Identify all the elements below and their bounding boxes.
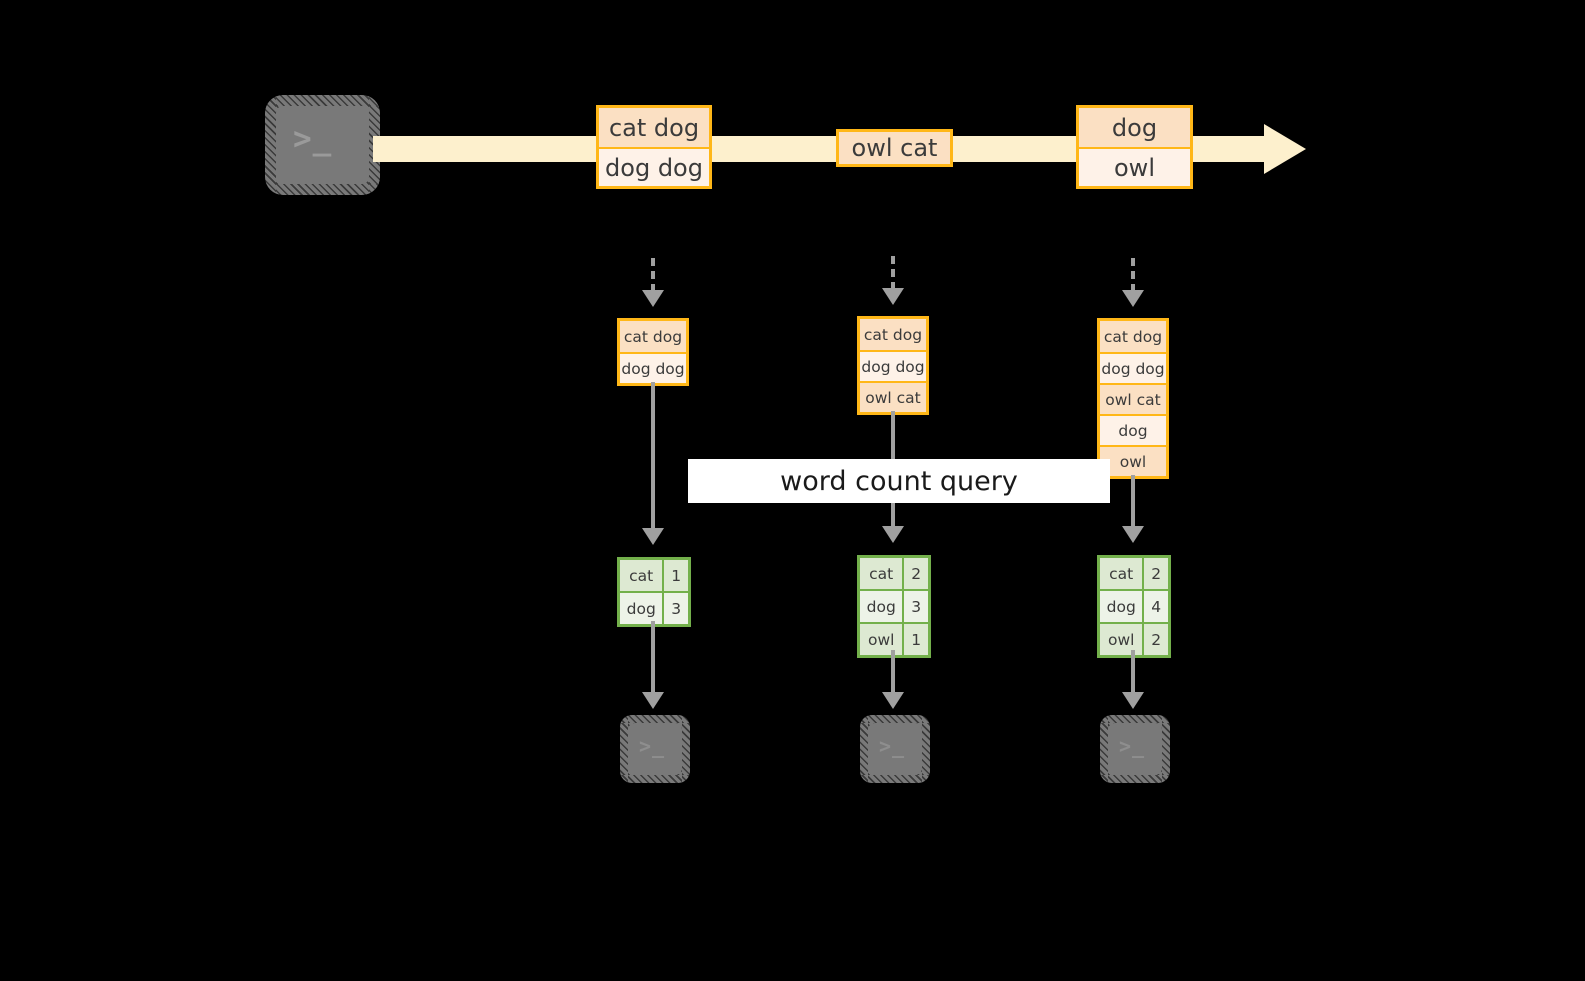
state-to-result-arrow-3 [1122,526,1144,543]
result-key: cat [620,560,663,591]
stream-to-state-arrow-1 [642,290,664,307]
result-key: dog [860,591,903,622]
result-to-sink-connector-2 [891,650,895,699]
terminal-screen: >_ [868,723,922,775]
result-row: cat 2 [860,558,928,589]
state-to-result-connector-3 [1131,475,1135,534]
state-row: dog [1100,414,1166,445]
result-key: dog [1100,591,1143,622]
stream-record: dog dog [599,147,709,186]
stream-record: owl cat [839,132,950,164]
state-row: cat dog [860,319,926,350]
result-value: 3 [902,591,928,622]
terminal-prompt-glyph: >_ [879,734,906,758]
result-value: 1 [662,560,688,591]
result-key: cat [860,558,903,589]
state-row: cat dog [620,321,686,352]
state-row: owl cat [860,381,926,412]
result-to-sink-arrow-1 [642,692,664,709]
result-table-1: cat 1 dog 3 [617,557,691,627]
result-table-2: cat 2 dog 3 owl 1 [857,555,931,658]
query-label: word count query [780,465,1018,497]
stream-to-state-connector-3 [1131,258,1135,292]
sink-terminal-icon-1: >_ [620,715,690,783]
stream-arrow-head-icon [1264,124,1306,174]
state-table-1: cat dog dog dog [617,318,689,386]
terminal-prompt-glyph: >_ [293,121,333,157]
result-to-sink-connector-3 [1131,650,1135,699]
state-table-2: cat dog dog dog owl cat [857,316,929,415]
stream-record: cat dog [599,108,709,147]
state-to-result-arrow-2 [882,526,904,543]
state-row: dog dog [860,350,926,381]
state-row: cat dog [1100,321,1166,352]
stream-to-state-arrow-3 [1122,290,1144,307]
stream-record-group-1: cat dog dog dog [596,105,712,189]
stream-record: dog [1079,108,1190,147]
result-value: 2 [902,558,928,589]
result-value: 2 [1142,558,1168,589]
state-table-3: cat dog dog dog owl cat dog owl [1097,318,1169,479]
result-row: owl 1 [860,622,928,655]
sink-terminal-icon-2: >_ [860,715,930,783]
terminal-screen: >_ [1108,723,1162,775]
result-row: dog 3 [620,591,688,624]
state-row: owl cat [1100,383,1166,414]
sink-terminal-icon-3: >_ [1100,715,1170,783]
terminal-screen: >_ [276,106,369,184]
result-to-sink-arrow-2 [882,692,904,709]
state-row: dog dog [620,352,686,383]
result-key: owl [1100,624,1143,655]
source-terminal-icon: >_ [265,95,380,195]
result-value: 2 [1142,624,1168,655]
query-label-banner: word count query [688,459,1110,503]
result-key: owl [860,624,903,655]
stream-record: owl [1079,147,1190,186]
stream-record-group-3: dog owl [1076,105,1193,189]
result-row: cat 2 [1100,558,1168,589]
result-value: 1 [902,624,928,655]
state-to-result-connector-1 [651,382,655,534]
state-row: dog dog [1100,352,1166,383]
terminal-screen: >_ [628,723,682,775]
state-row: owl [1100,445,1166,476]
stream-to-state-connector-1 [651,258,655,292]
result-row: dog 4 [1100,589,1168,622]
result-table-3: cat 2 dog 4 owl 2 [1097,555,1171,658]
terminal-prompt-glyph: >_ [1119,734,1146,758]
result-to-sink-arrow-3 [1122,692,1144,709]
result-row: cat 1 [620,560,688,591]
terminal-prompt-glyph: >_ [639,734,666,758]
result-to-sink-connector-1 [651,621,655,699]
result-value: 4 [1142,591,1168,622]
result-value: 3 [662,593,688,624]
result-key: cat [1100,558,1143,589]
stream-to-state-connector-2 [891,256,895,290]
stream-to-state-arrow-2 [882,288,904,305]
result-row: dog 3 [860,589,928,622]
stream-record-group-2: owl cat [836,129,953,167]
result-key: dog [620,593,663,624]
state-to-result-arrow-1 [642,528,664,545]
result-row: owl 2 [1100,622,1168,655]
